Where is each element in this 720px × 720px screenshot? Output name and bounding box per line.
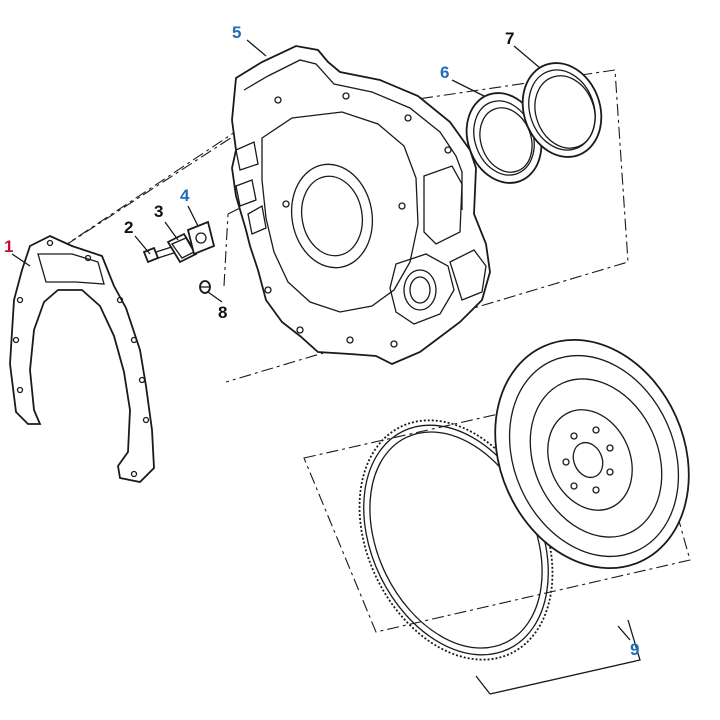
- leader-lines: [11, 39, 641, 695]
- gasket-plate: [9, 235, 155, 483]
- callout-1: 1: [4, 237, 14, 256]
- gasket: [186, 220, 216, 256]
- callout-8: 8: [218, 303, 228, 322]
- callout-2: 2: [124, 218, 134, 237]
- plug: [199, 280, 211, 294]
- callout-3: 3: [154, 202, 164, 221]
- callout-6: 6: [440, 63, 450, 82]
- callout-7: 7: [505, 29, 515, 48]
- flywheel-assembly: [358, 338, 690, 661]
- callout-4: 4: [180, 186, 190, 205]
- callout-9: 9: [630, 640, 640, 659]
- flywheel: [494, 338, 690, 570]
- oil-seal: [521, 62, 603, 158]
- callout-5: 5: [232, 23, 242, 42]
- flywheel-housing: [231, 45, 491, 365]
